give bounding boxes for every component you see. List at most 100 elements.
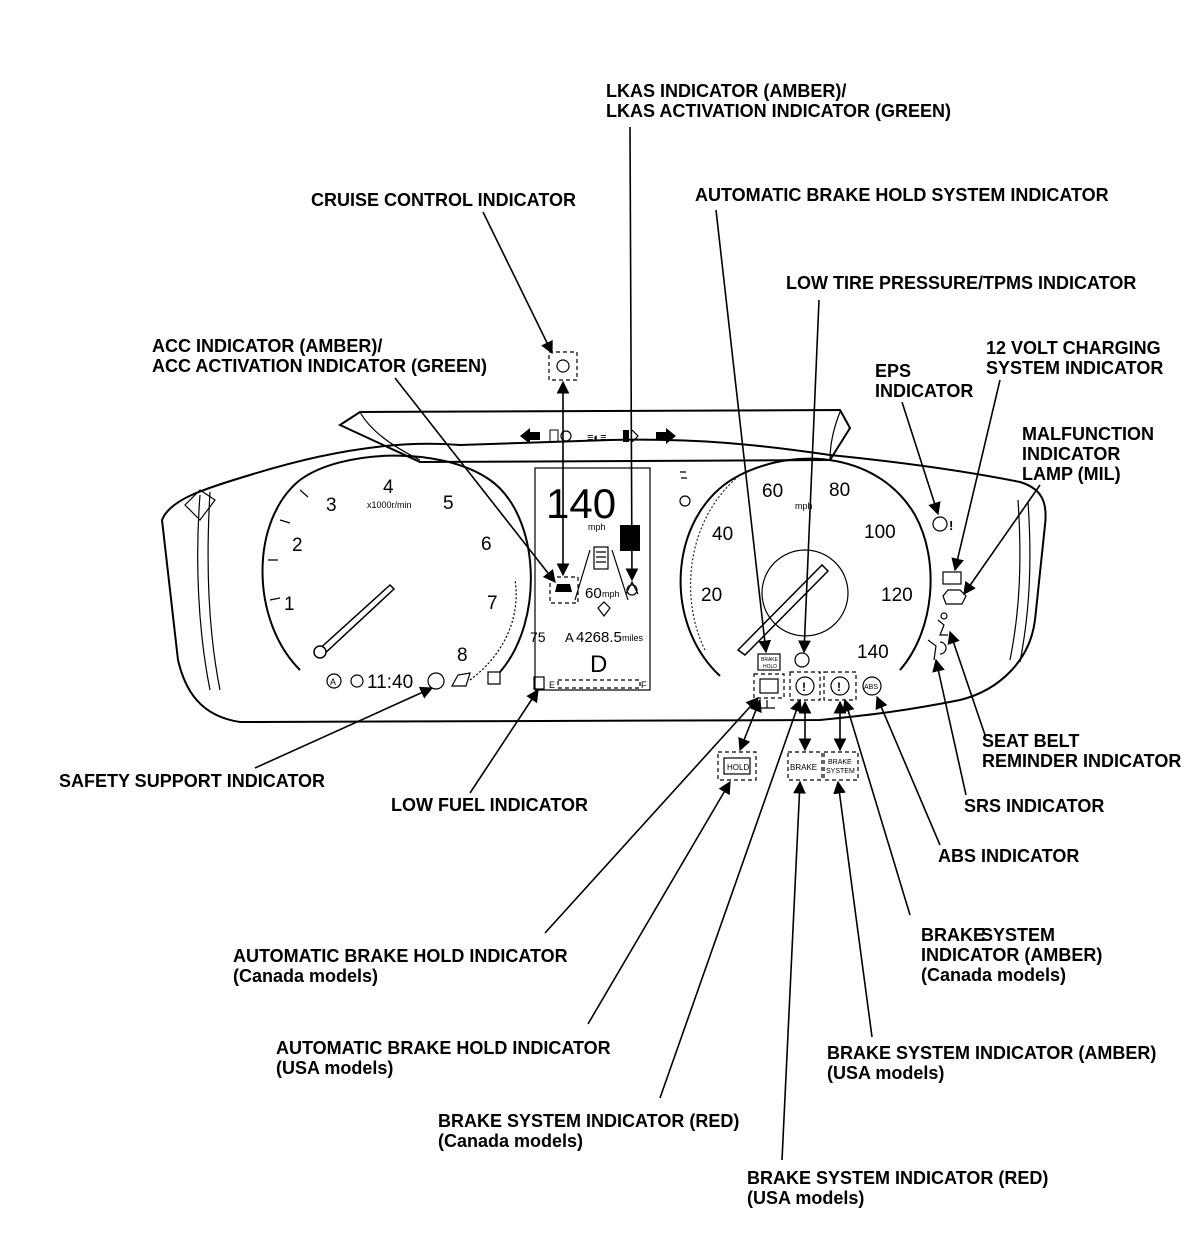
- brake-usa-box: [787, 751, 823, 781]
- traction-icon: [487, 671, 501, 685]
- tach-number-6: 6: [481, 534, 492, 555]
- label-lkas-1: LKAS INDICATOR (AMBER)/: [606, 81, 846, 101]
- label-cruise: CRUISE CONTROL INDICATOR: [311, 190, 576, 210]
- label-abh-usa-1: AUTOMATIC BRAKE HOLD INDICATOR: [276, 1038, 611, 1058]
- svg-text:!: !: [949, 518, 953, 533]
- auto-brake-hold-system-icon: [757, 653, 781, 671]
- odometer-unit: miles: [622, 633, 644, 643]
- speed-number-20: 20: [701, 585, 722, 606]
- safety-support-icon: [326, 673, 342, 689]
- trip-left: 75: [530, 629, 546, 645]
- set-speed-unit: mph: [602, 589, 620, 599]
- label-mil-3: LAMP (MIL): [1022, 464, 1121, 484]
- svg-text:HOLD: HOLD: [763, 664, 777, 670]
- label-safety-support: SAFETY SUPPORT INDICATOR: [59, 771, 325, 791]
- lane-display-icon: [574, 546, 629, 601]
- speed-number-100: 100: [864, 522, 896, 543]
- callout-icons: HOLD BRAKE BRAKE SYSTEM: [548, 351, 859, 781]
- hold-usa-box: [717, 751, 757, 781]
- charging-icon: [942, 571, 962, 585]
- clock: 11:40: [367, 672, 413, 693]
- acc-indicator-box: [549, 576, 579, 604]
- label-abs: ABS INDICATOR: [938, 846, 1079, 866]
- tpms-icon: [794, 652, 810, 668]
- tach-number-7: 7: [487, 593, 498, 614]
- right-indicator-column: !: [927, 516, 967, 661]
- low-fuel-icon: [533, 676, 545, 690]
- srs-icon: [927, 639, 947, 661]
- bottom-status-row: A 11:40: [326, 671, 501, 693]
- label-auto-brake-hold-system: AUTOMATIC BRAKE HOLD SYSTEM INDICATOR: [695, 185, 1109, 205]
- acc-indicator-icon: [555, 584, 572, 592]
- left-turn-arrow-icon: [520, 428, 540, 444]
- leader-lines: [254, 126, 1041, 1161]
- label-seat-belt-2: REMINDER INDICATOR: [982, 751, 1181, 771]
- abh-indicator-box: [753, 673, 785, 699]
- label-eps-1: EPS: [875, 361, 911, 381]
- label-eps-2: INDICATOR: [875, 381, 973, 401]
- label-charging-2: SYSTEM INDICATOR: [986, 358, 1163, 378]
- speed-number-60: 60: [762, 481, 783, 502]
- svg-text:!: !: [837, 680, 841, 694]
- tach-number-3: 3: [326, 495, 337, 516]
- display-speed: 140: [546, 480, 616, 527]
- vehicle-icon: [450, 672, 471, 687]
- display-speed-unit: mph: [588, 522, 606, 532]
- lkas-indicator-icon: [625, 580, 639, 596]
- set-speed: 60: [585, 585, 602, 602]
- label-brake-red-canada-2: (Canada models): [438, 1131, 583, 1151]
- label-brake-amber-usa-2: (USA models): [827, 1063, 944, 1083]
- label-brake-amber-canada-2: SYSTEM: [981, 925, 1055, 945]
- cruise-icon: [556, 359, 570, 373]
- eps-icon: [932, 516, 948, 532]
- label-brake-amber-canada-4: (Canada models): [921, 965, 1066, 985]
- label-lkas-2: LKAS ACTIVATION INDICATOR (GREEN): [606, 101, 951, 121]
- tach-number-1: 1: [284, 594, 295, 615]
- tach-number-4: 4: [383, 477, 394, 498]
- svg-text:BRAKE: BRAKE: [761, 657, 779, 663]
- eco-leaf-icon: [597, 601, 611, 617]
- label-abh-usa-2: (USA models): [276, 1058, 393, 1078]
- label-mil-2: INDICATOR: [1022, 444, 1120, 464]
- label-brake-red-canada-1: BRAKE SYSTEM INDICATOR (RED): [438, 1111, 739, 1131]
- label-tpms: LOW TIRE PRESSURE/TPMS INDICATOR: [786, 273, 1136, 293]
- svg-text:ABS: ABS: [864, 684, 878, 691]
- cluster-housing: [160, 408, 1047, 724]
- label-abh-canada-2: (Canada models): [233, 966, 378, 986]
- low-beam-icon: ≡◐≡: [587, 432, 606, 444]
- brake-amber-box: [823, 671, 857, 701]
- speed-number-80: 80: [829, 480, 850, 501]
- speed-number-120: 120: [881, 585, 913, 606]
- tach-number-5: 5: [443, 493, 454, 514]
- abs-icon: [862, 676, 882, 696]
- tach-needle: [313, 583, 396, 659]
- label-brake-red-usa-2: (USA models): [747, 1188, 864, 1208]
- high-beam-icon: [623, 429, 639, 443]
- fog-light-icon: [680, 471, 687, 479]
- label-abh-canada-1: AUTOMATIC BRAKE HOLD INDICATOR: [233, 946, 568, 966]
- safety-support-indicator-icon: [427, 672, 445, 690]
- svg-text:BRAKE: BRAKE: [828, 759, 852, 766]
- svg-text:≡◐≡: ≡◐≡: [587, 432, 606, 444]
- small-lamp-icon: [679, 495, 691, 507]
- tach-number-8: 8: [457, 645, 468, 666]
- label-acc-2: ACC ACTIVATION INDICATOR (GREEN): [152, 356, 487, 376]
- brake-red-box: [789, 671, 821, 701]
- speed-number-40: 40: [712, 524, 733, 545]
- svg-text:BRAKE: BRAKE: [790, 763, 817, 772]
- label-mil-1: MALFUNCTION: [1022, 424, 1154, 444]
- parking-brake-line: [760, 700, 775, 709]
- tach-unit: x1000r/min: [367, 500, 412, 510]
- speedometer: 20 40 60 80 100 120 140 mph: [679, 457, 932, 677]
- cruise-indicator-box: [548, 351, 578, 381]
- brake-red-icon: [795, 676, 815, 696]
- fuel-full: F: [641, 680, 647, 690]
- gear-indicator: D: [590, 651, 607, 678]
- label-brake-amber-canada-1: BRAKE: [921, 925, 985, 945]
- seat-belt-icon: [937, 619, 948, 636]
- headlight-icon: [549, 429, 572, 443]
- svg-text:A: A: [330, 677, 336, 687]
- speed-needle: [736, 563, 830, 656]
- odometer: 4268.5: [576, 629, 622, 646]
- label-brake-red-usa-1: BRAKE SYSTEM INDICATOR (RED): [747, 1168, 1048, 1188]
